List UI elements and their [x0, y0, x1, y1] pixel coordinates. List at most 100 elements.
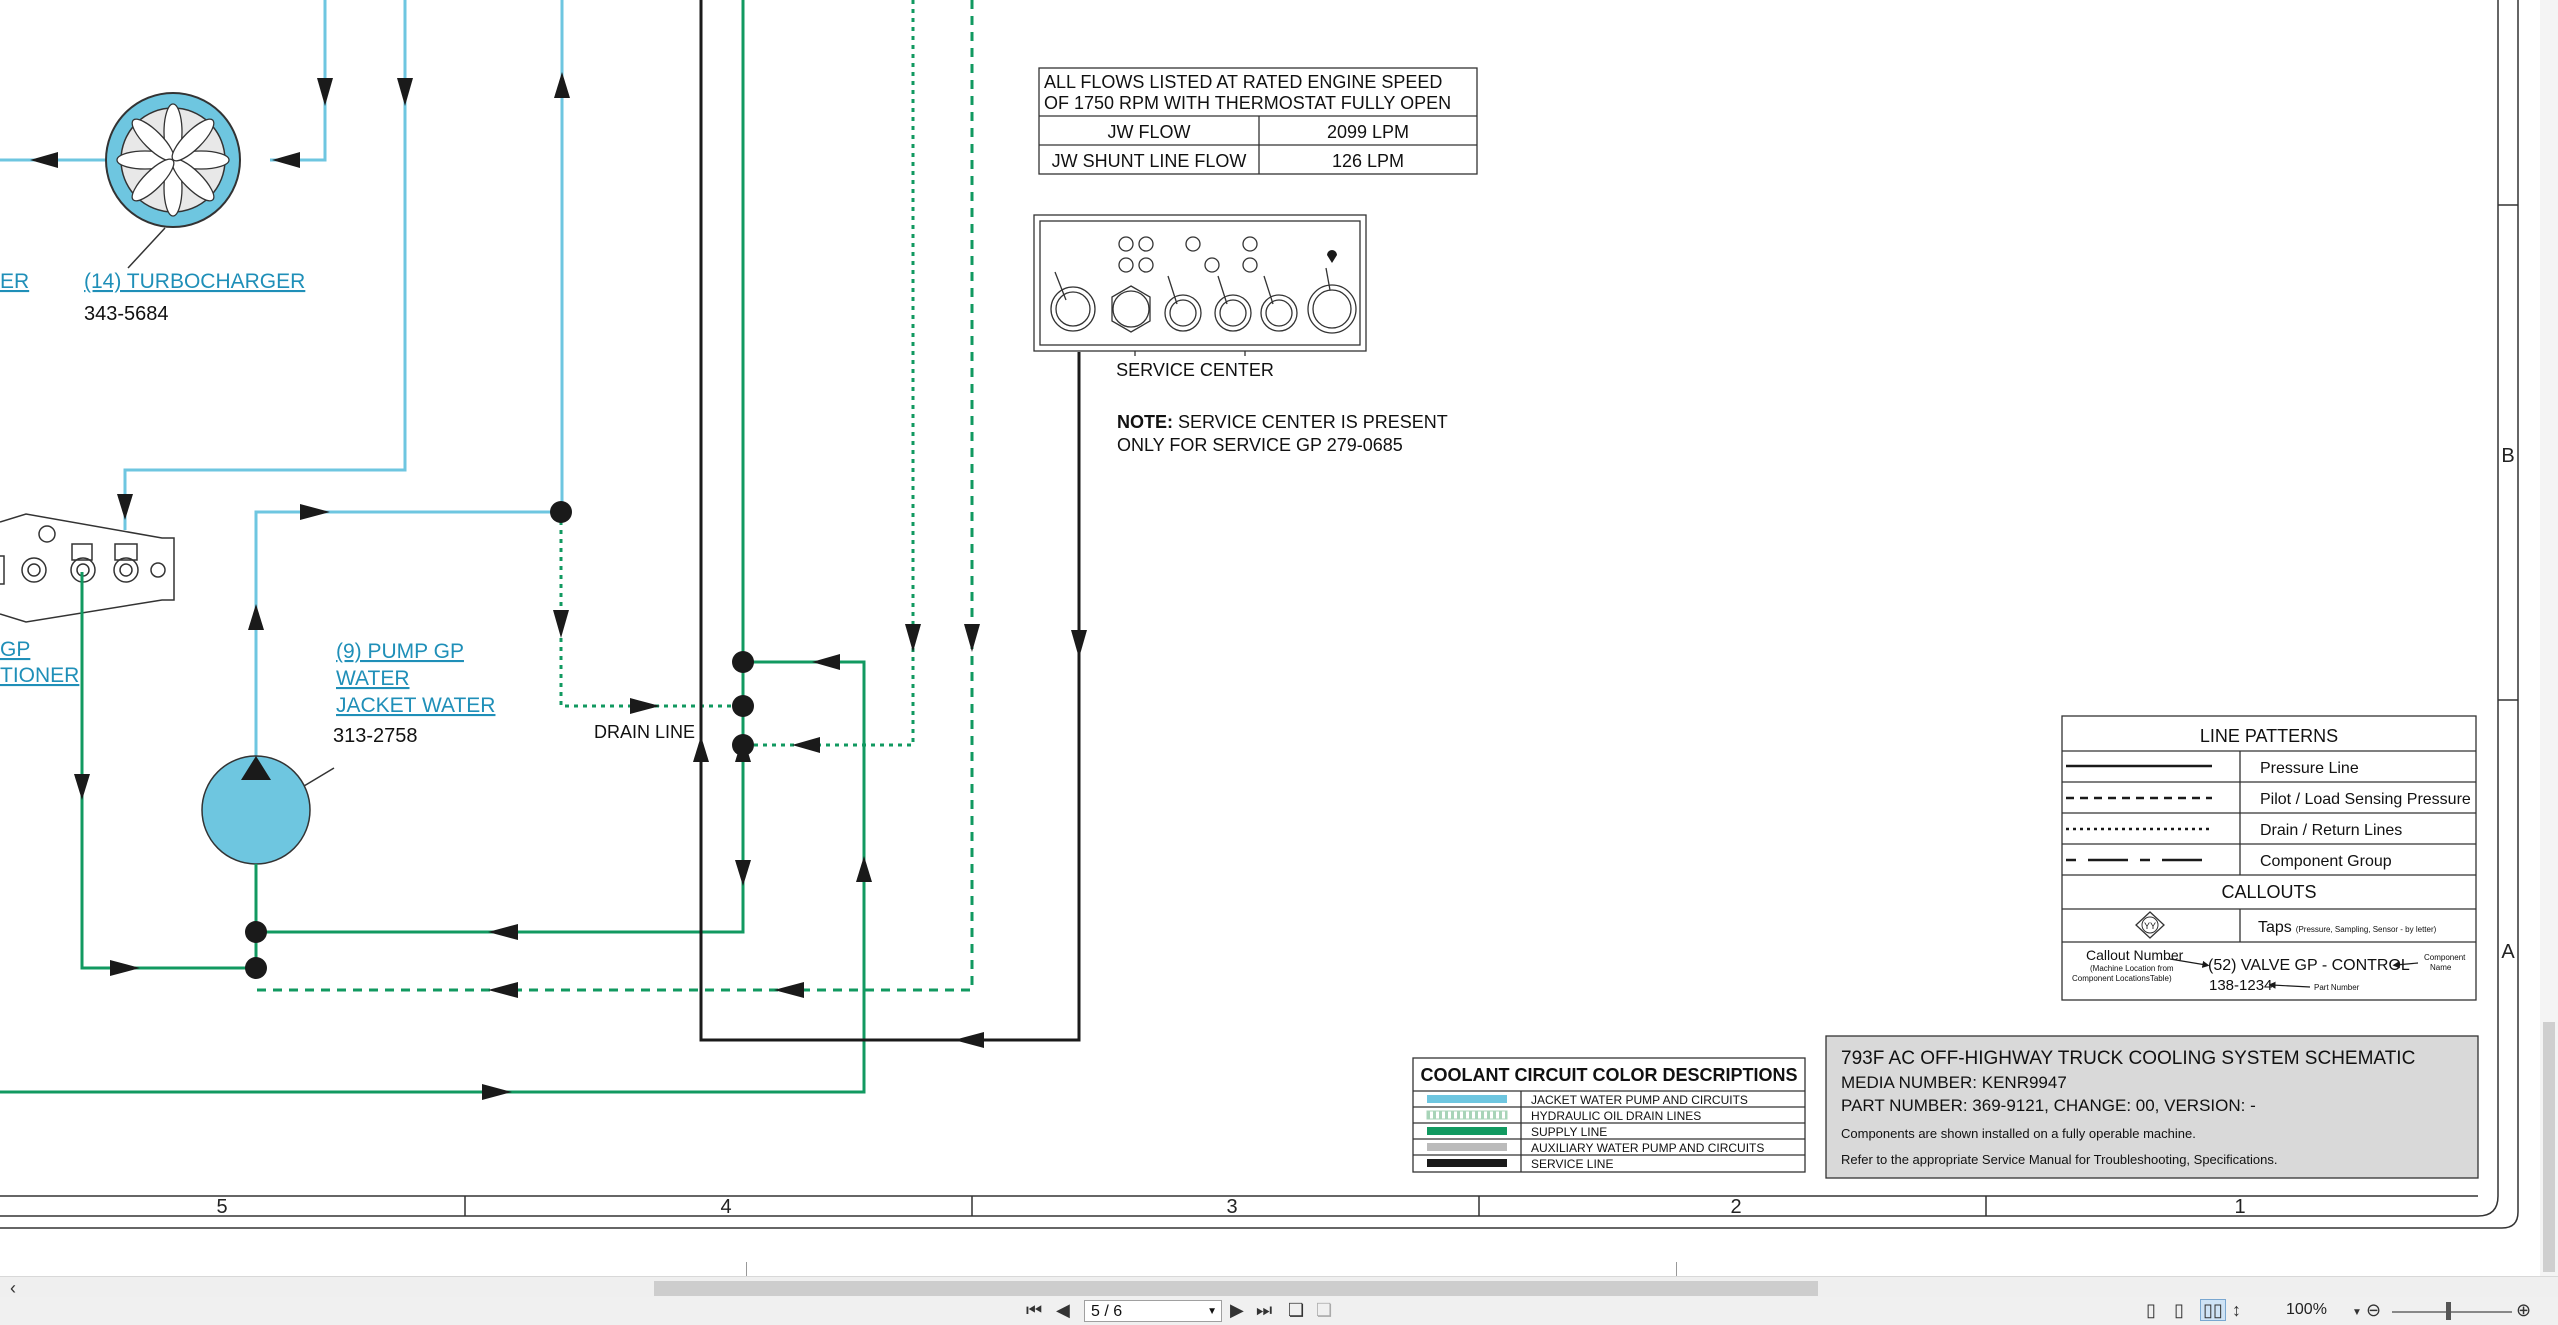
part-number-label: Part Number — [2314, 983, 2360, 992]
callout-part-example: 138-1234 — [2209, 977, 2272, 994]
service-center-label: SERVICE CENTER — [1116, 360, 1274, 380]
grid-row-b: B — [2501, 445, 2514, 467]
legend-taps-label: Taps (Pressure, Sampling, Sensor - by let… — [2258, 919, 2437, 936]
grid-row-a: A — [2501, 941, 2515, 963]
callout-pointers — [2169, 958, 2419, 989]
title-block-part: PART NUMBER: 369-9121, CHANGE: 00, VERSI… — [1841, 1096, 2256, 1115]
page-number-input[interactable]: 5 / 6 ▼ — [1084, 1300, 1222, 1322]
flow-table — [1038, 67, 1478, 175]
jacket-water-lines — [0, 0, 564, 760]
return-dotted-lines — [559, 0, 915, 747]
conditioner-label-gp[interactable]: GP — [0, 638, 30, 661]
zoom-slider[interactable] — [2392, 1311, 2512, 1313]
previous-page-icon[interactable]: ◀ — [1056, 1300, 1070, 1320]
legend-pressure-line: Pressure Line — [2260, 760, 2359, 777]
title-block-note-1: Components are shown installed on a full… — [1841, 1126, 2196, 1141]
left-cutoff-label-1[interactable]: ER — [0, 270, 29, 293]
paste-page-icon[interactable]: ❏ — [1316, 1300, 1333, 1320]
pump-label-line2[interactable]: WATER — [336, 667, 410, 690]
service-lines — [699, 0, 1081, 1042]
grid-col-5: 5 — [216, 1196, 227, 1218]
turbocharger-symbol — [105, 92, 241, 269]
color-legend-item-3: SUPPLY LINE — [1531, 1125, 1607, 1139]
component-name-label-2: Name — [2430, 963, 2452, 972]
taps-symbol-text: YY — [2144, 921, 2156, 931]
color-legend-item-1: JACKET WATER PUMP AND CIRCUITS — [1531, 1093, 1748, 1107]
title-block-title: 793F AC OFF-HIGHWAY TRUCK COOLING SYSTEM… — [1841, 1048, 2415, 1069]
title-block — [1825, 1035, 2479, 1179]
title-block-media: MEDIA NUMBER: KENR9947 — [1841, 1073, 2067, 1092]
pump-label-line3[interactable]: JACKET WATER — [336, 694, 495, 717]
line-pattern-samples — [2066, 764, 2212, 862]
flow-row-2-value: 126 LPM — [1332, 151, 1404, 171]
zoom-in-icon[interactable]: ⊕ — [2516, 1300, 2532, 1320]
callout-number-label: Callout Number — [2086, 947, 2184, 963]
junction-dots — [245, 501, 754, 979]
title-block-note-2: Refer to the appropriate Service Manual … — [1841, 1152, 2277, 1167]
conditioner-component — [0, 513, 175, 623]
legend-drain-line: Drain / Return Lines — [2260, 822, 2402, 839]
zoom-slider-thumb[interactable] — [2446, 1302, 2451, 1320]
legend-title: LINE PATTERNS — [2200, 726, 2338, 746]
vertical-scrollbar[interactable] — [2540, 0, 2558, 1276]
last-page-icon[interactable]: ⏭ — [1256, 1300, 1273, 1320]
continuous-view-icon[interactable]: ▯ — [2174, 1300, 2184, 1320]
service-center-marker — [1327, 250, 1337, 263]
color-legend-item-5: SERVICE LINE — [1531, 1157, 1613, 1171]
single-page-view-icon[interactable]: ▯ — [2146, 1300, 2156, 1320]
flow-row-2-name: JW SHUNT LINE FLOW — [1052, 151, 1247, 171]
service-note-text-1: SERVICE CENTER IS PRESENT — [1173, 412, 1448, 432]
grid-col-1: 1 — [2234, 1196, 2245, 1218]
two-page-view-icon[interactable]: ▯▯ — [2200, 1299, 2226, 1321]
flow-row-1-value: 2099 LPM — [1327, 122, 1409, 142]
zoom-dropdown-icon[interactable]: ▼ — [2352, 1307, 2362, 1318]
turbocharger-label[interactable]: (14) TURBOCHARGER — [84, 270, 305, 293]
legend-pilot-line: Pilot / Load Sensing Pressure — [2260, 791, 2471, 808]
drain-line-label: DRAIN LINE — [594, 722, 695, 742]
color-legend-item-2: HYDRAULIC OIL DRAIN LINES — [1531, 1109, 1701, 1123]
ruler-tick-1 — [746, 1262, 747, 1276]
line-patterns-legend — [2061, 715, 2477, 1001]
flow-row-1-name: JW FLOW — [1108, 122, 1191, 142]
page-dropdown-icon[interactable]: ▼ — [1207, 1306, 1217, 1317]
grid-col-3: 3 — [1226, 1196, 1237, 1218]
supply-arrows — [74, 610, 980, 1100]
service-center-symbol — [1033, 214, 1367, 356]
taps-symbol: YY — [2135, 911, 2165, 939]
service-note-bold: NOTE: — [1117, 412, 1173, 432]
pump-symbol — [201, 755, 335, 865]
service-arrows — [693, 630, 1087, 1048]
jacket-water-arrows — [30, 72, 570, 630]
zoom-level[interactable]: 100% — [2286, 1301, 2327, 1318]
legend-callouts-title: CALLOUTS — [2221, 882, 2316, 902]
callout-example: (52) VALVE GP - CONTROL — [2208, 957, 2410, 974]
first-page-icon[interactable]: ⏮ — [1026, 1300, 1043, 1320]
callout-number-sub1: (Machine Location from — [2090, 964, 2174, 973]
flow-table-title-2: OF 1750 RPM WITH THERMOSTAT FULLY OPEN — [1044, 93, 1451, 113]
service-note-line2: ONLY FOR SERVICE GP 279-0685 — [1117, 435, 1403, 455]
scroll-left-icon[interactable]: ‹ — [10, 1278, 16, 1298]
color-legend-title: COOLANT CIRCUIT COLOR DESCRIPTIONS — [1421, 1065, 1798, 1085]
flow-table-title-1: ALL FLOWS LISTED AT RATED ENGINE SPEED — [1044, 72, 1442, 92]
grid-col-2: 2 — [1730, 1196, 1741, 1218]
taps-label-text: Taps — [2258, 919, 2292, 936]
pump-label-line1[interactable]: (9) PUMP GP — [336, 640, 464, 663]
ruler-tick-2 — [1676, 1262, 1677, 1276]
conditioner-label-tioner[interactable]: TIONER — [0, 664, 79, 687]
pump-part-number: 313-2758 — [333, 725, 418, 747]
grid-col-4: 4 — [720, 1196, 731, 1218]
fit-page-icon[interactable]: ↕ — [2232, 1300, 2241, 1320]
page-number-text: 5 / 6 — [1091, 1303, 1123, 1320]
callout-number-sub2: Component LocationsTable) — [2072, 974, 2172, 983]
color-legend-swatches — [1426, 1095, 1508, 1167]
turbocharger-part-number: 343-5684 — [84, 303, 169, 325]
schematic-sheet: 5 4 3 2 1 B A — [0, 0, 2519, 1229]
legend-component-group: Component Group — [2260, 853, 2392, 870]
vertical-scroll-thumb[interactable] — [2543, 1022, 2555, 1272]
color-legend-item-4: AUXILIARY WATER PUMP AND CIRCUITS — [1531, 1141, 1764, 1155]
horizontal-scroll-thumb[interactable] — [654, 1281, 1818, 1296]
copy-page-icon[interactable]: ❏ — [1288, 1300, 1305, 1320]
zoom-out-icon[interactable]: ⊖ — [2366, 1300, 2382, 1320]
taps-sub-text: (Pressure, Sampling, Sensor - by letter) — [2296, 925, 2437, 934]
next-page-icon[interactable]: ▶ — [1230, 1300, 1244, 1320]
